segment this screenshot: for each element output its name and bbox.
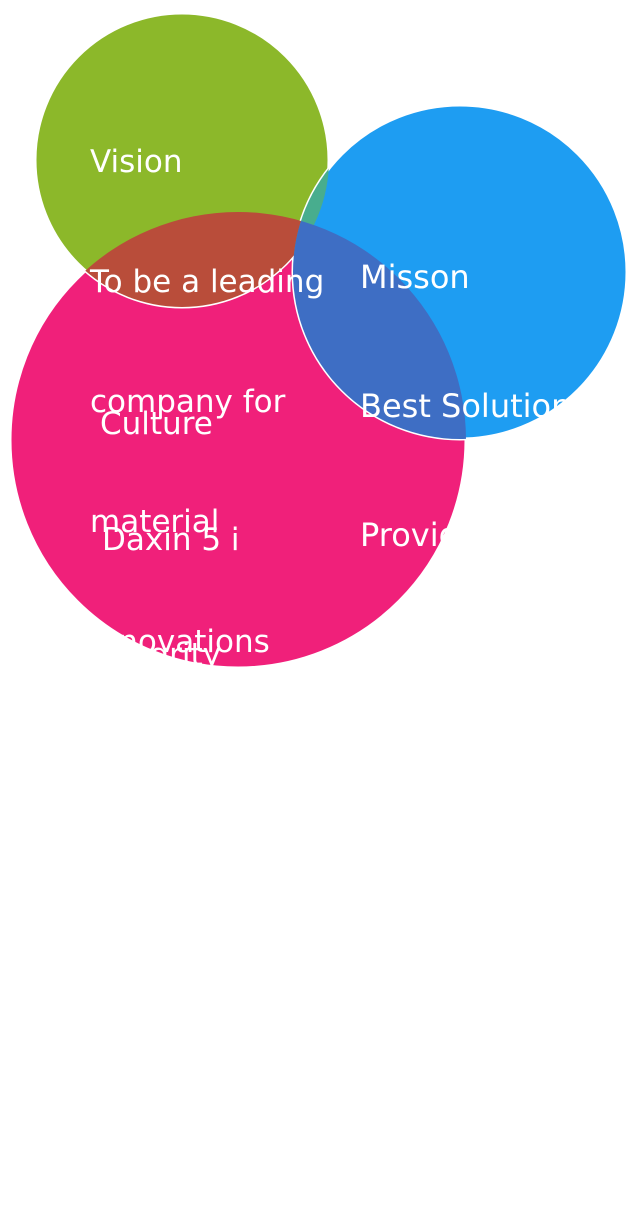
mission-line: Best Solution — [360, 387, 572, 425]
venn-diagram: Vision To be a leading company for mater… — [8, 11, 629, 670]
culture-subtitle: Daxin 5 i — [102, 521, 240, 558]
mission-line: Provider for — [360, 516, 546, 554]
circles-canvas — [8, 11, 629, 670]
culture-line: integrity — [90, 637, 222, 673]
culture-line: innovation — [90, 752, 254, 789]
vision-line: material — [90, 504, 220, 540]
mission-title: Misson — [360, 258, 470, 296]
vision-line: innovations — [90, 624, 270, 660]
vision-line: company for — [90, 384, 286, 420]
culture-line: intelligent integration — [90, 868, 427, 904]
vision-line: To be a leading — [90, 264, 325, 300]
vision-title: Vision — [90, 144, 183, 180]
culture-line: intercommunication — [90, 983, 402, 1020]
culture-text-block: Culture Daxin 5 i integrity innovation i… — [90, 328, 426, 1214]
vision-text-block: Vision To be a leading company for mater… — [90, 62, 324, 742]
culture-title: Culture — [100, 406, 213, 442]
culture-line: individual — [90, 1099, 241, 1135]
